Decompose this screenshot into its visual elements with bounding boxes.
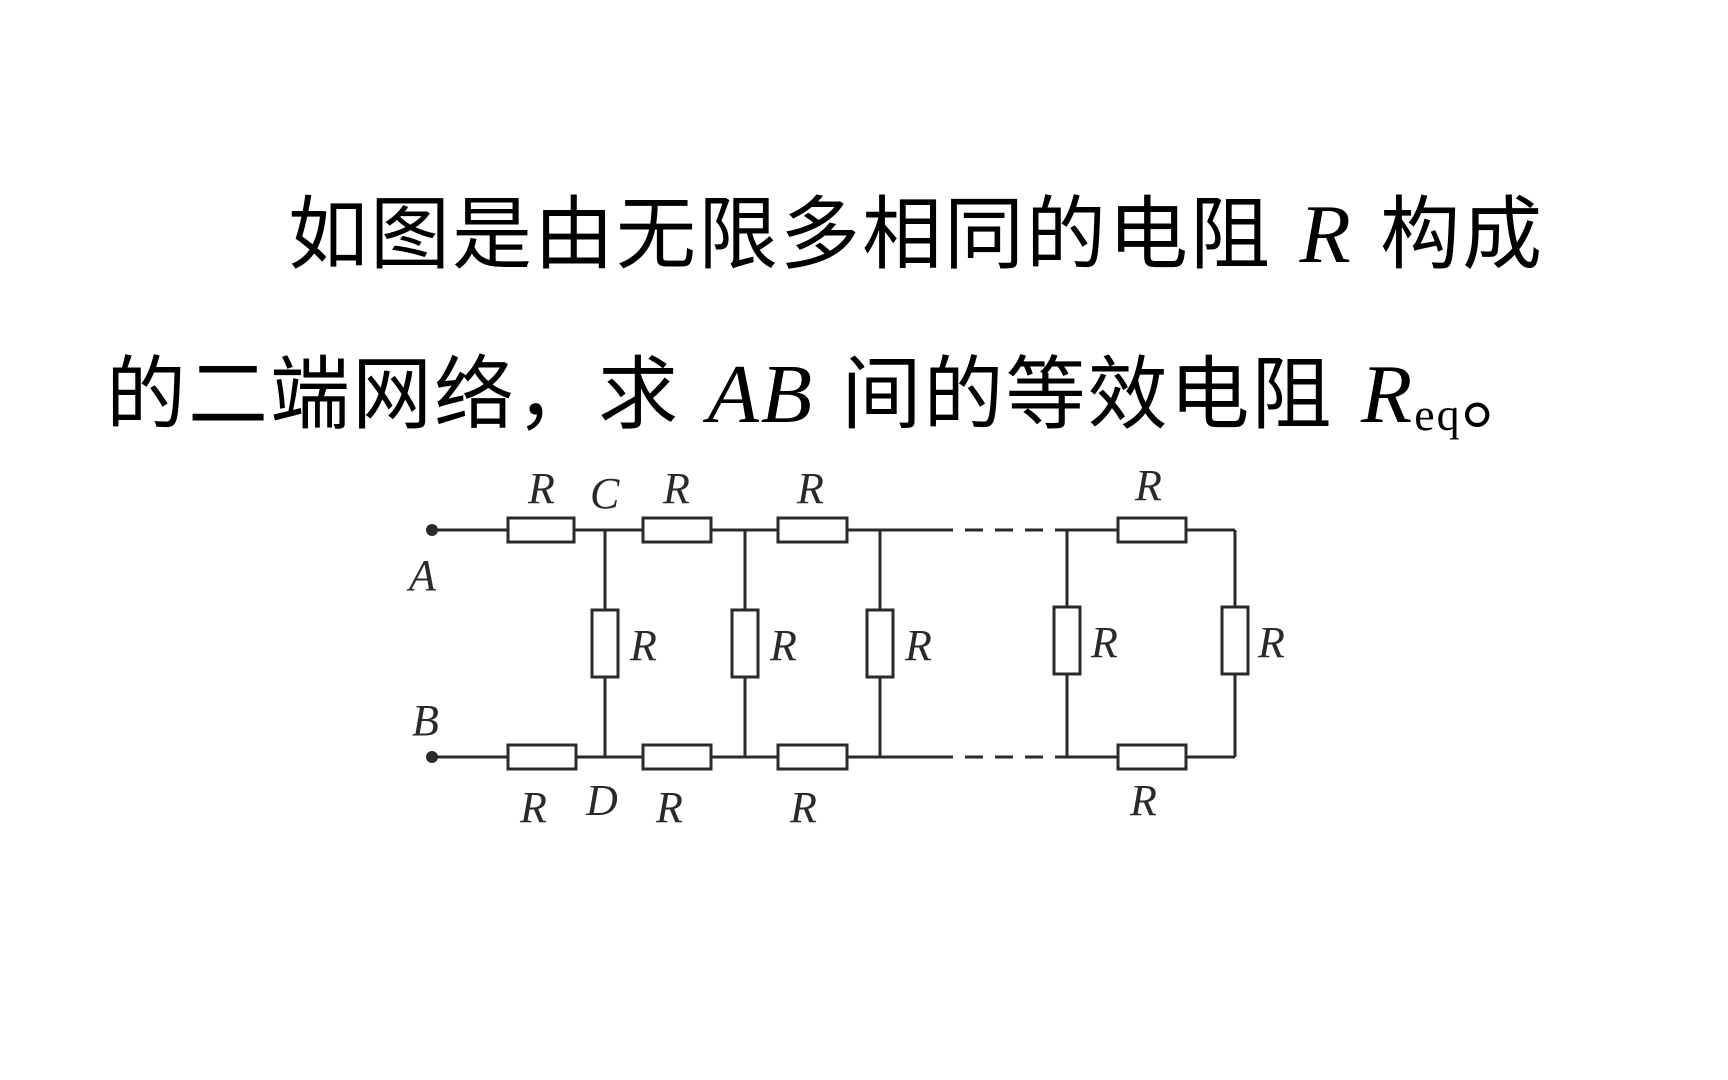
resistor-label: R [1090, 618, 1118, 667]
equivalent-resistance-symbol: R [1360, 348, 1415, 441]
problem-line-1-lead: 如图是由无限多相同的电阻 [288, 188, 1300, 281]
shunt-resistor [590, 608, 620, 679]
top-resistor [1116, 516, 1188, 544]
terminal-a-label: A [406, 551, 437, 600]
equivalent-resistance-subscript: eq [1414, 389, 1462, 440]
bottom-resistor [641, 743, 713, 771]
resistor-symbol: R [1299, 188, 1353, 281]
terminal-b-label: B [412, 696, 439, 745]
shunt-resistor [1220, 605, 1250, 676]
resistor-label: R [904, 621, 932, 670]
shunt-resistor [1052, 605, 1082, 676]
resistor-label: R [1257, 618, 1285, 667]
bottom-resistor [776, 743, 849, 771]
node-d-label: D [585, 776, 618, 825]
resistor-label: R [527, 464, 555, 513]
shunt-resistor [730, 608, 760, 679]
resistor-label: R [796, 464, 824, 513]
resistor-label: R [789, 783, 817, 832]
top-resistor [506, 516, 576, 544]
problem-line-1: 如图是由无限多相同的电阻 R 构成 [288, 185, 1544, 285]
terminals-symbol: AB [707, 348, 815, 441]
resistor-label: R [629, 621, 657, 670]
resistor-label: R [662, 464, 690, 513]
resistor-label: R [655, 783, 683, 832]
node-c-label: C [590, 469, 620, 518]
problem-line-1-tail: 构成 [1352, 188, 1545, 281]
shunt-resistor [865, 608, 895, 679]
resistor-label: R [519, 783, 547, 832]
problem-statement: 如图是由无限多相同的电阻 R 构成 的二端网络，求 AB 间的等效电阻 Req。 [0, 0, 1728, 460]
problem-line-2-mid: 间的等效电阻 [814, 348, 1361, 441]
bottom-resistor [506, 743, 578, 771]
problem-line-2-lead: 的二端网络，求 [106, 348, 708, 441]
resistor-label: R [1129, 776, 1157, 825]
top-resistor [776, 516, 849, 544]
problem-line-2-tail: 。 [1461, 348, 1544, 441]
bottom-resistor [1116, 743, 1188, 771]
problem-line-2: 的二端网络，求 AB 间的等效电阻 Req。 [106, 345, 1544, 457]
top-resistor [641, 516, 713, 544]
resistor-label: R [1134, 461, 1162, 510]
resistor-label: R [769, 621, 797, 670]
